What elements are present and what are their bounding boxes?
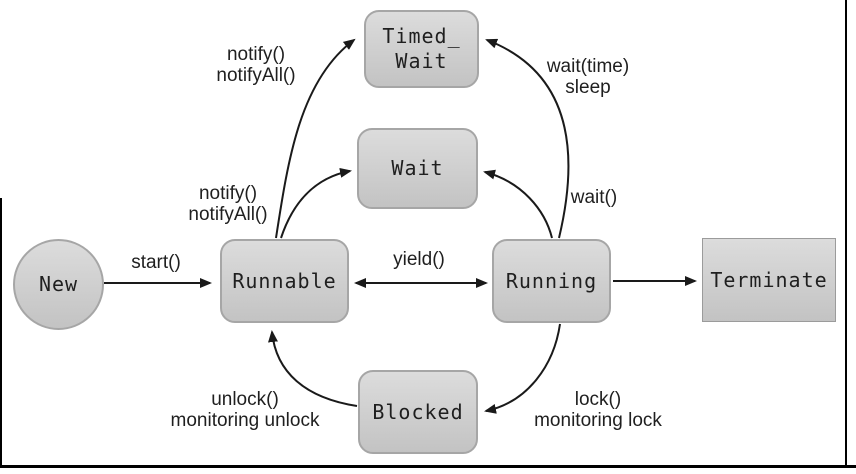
label-notify-to-timed-wait: notify() notifyAll() bbox=[216, 44, 296, 86]
label-yield: yield() bbox=[393, 249, 445, 270]
node-wait-label: Wait bbox=[391, 156, 444, 180]
node-timed-wait-label-line1: Timed_ bbox=[382, 24, 461, 48]
node-blocked-label: Blocked bbox=[372, 399, 464, 424]
frame-bottom-border bbox=[0, 465, 856, 468]
node-terminate-label: Terminate bbox=[710, 267, 828, 292]
node-timed-wait: Timed_ Wait bbox=[364, 10, 479, 88]
label-unlock: unlock() monitoring unlock bbox=[170, 389, 320, 431]
edge-running-to-wait bbox=[483, 169, 553, 239]
label-wait-call: wait() bbox=[570, 187, 618, 208]
node-running-label: Running bbox=[505, 268, 598, 293]
node-blocked: Blocked bbox=[358, 370, 478, 454]
label-lock: lock() monitoring lock bbox=[534, 389, 662, 431]
node-timed-wait-label-line2: Wait bbox=[395, 49, 448, 73]
label-wait-time-sleep: wait(time) sleep bbox=[546, 56, 630, 98]
frame-left-border bbox=[0, 198, 2, 467]
node-runnable: Runnable bbox=[220, 239, 349, 323]
edge-runnable-to-timed-wait bbox=[275, 38, 356, 239]
node-running: Running bbox=[492, 239, 611, 323]
edge-blocked-to-runnable bbox=[268, 330, 358, 407]
node-new-label: New bbox=[38, 272, 79, 296]
edge-running-to-timed-wait bbox=[485, 38, 570, 239]
frame-right-border bbox=[845, 0, 847, 467]
edge-runnable-to-wait bbox=[280, 167, 352, 239]
edge-running-to-blocked bbox=[484, 323, 561, 414]
label-notify-to-wait: notify() notifyAll() bbox=[188, 183, 268, 225]
node-new: New bbox=[13, 239, 104, 330]
node-terminate: Terminate bbox=[702, 238, 836, 322]
node-wait: Wait bbox=[357, 128, 478, 209]
node-runnable-label: Runnable bbox=[232, 268, 337, 293]
label-start: start() bbox=[131, 252, 181, 273]
